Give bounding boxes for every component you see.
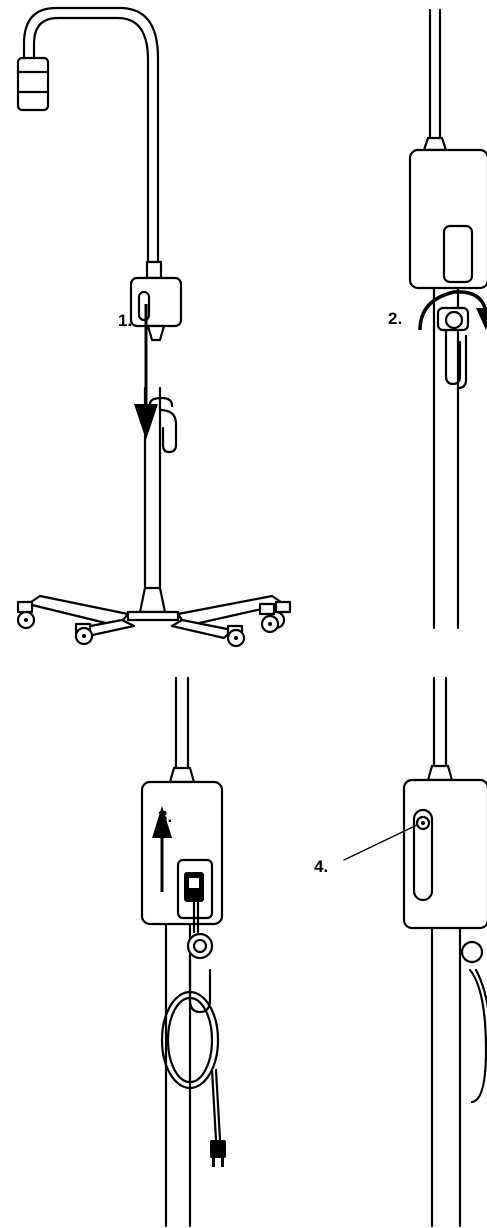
stand-assembly-illustration bbox=[16, 6, 292, 648]
panel-step-4: 4. bbox=[300, 670, 487, 1228]
base-hub bbox=[138, 586, 167, 614]
power-button-illustration bbox=[343, 676, 487, 1228]
cable-coil bbox=[160, 990, 220, 1090]
neck-collar bbox=[422, 136, 448, 152]
neck-collar bbox=[426, 764, 454, 782]
caster-right-side bbox=[258, 602, 280, 634]
rotate-arrow-head bbox=[476, 308, 487, 330]
neck-collar bbox=[145, 260, 163, 280]
lamp-head bbox=[16, 56, 50, 112]
base-leg-right-front bbox=[170, 618, 234, 640]
hook bbox=[444, 328, 462, 386]
panel-step-2: 2. bbox=[380, 0, 487, 630]
gooseneck-outer bbox=[32, 16, 150, 264]
panel-step-1: 1. bbox=[0, 0, 300, 660]
gooseneck-inner bbox=[22, 6, 160, 264]
step-label-3: 3. bbox=[158, 807, 173, 826]
plug-insert-illustration bbox=[140, 676, 226, 1228]
caster-left-back bbox=[16, 600, 36, 630]
up-arrow-head bbox=[152, 806, 172, 838]
cable-coil bbox=[468, 968, 487, 1104]
button-slot bbox=[412, 808, 434, 902]
leader-line bbox=[343, 824, 418, 861]
step-label-4: 4. bbox=[314, 857, 329, 876]
cord-plug-end bbox=[210, 1140, 226, 1158]
neck-collar bbox=[168, 766, 196, 784]
panel-step-3: 3. bbox=[130, 670, 260, 1228]
pole-hook bbox=[158, 408, 178, 454]
step-label-1: 1. bbox=[118, 311, 133, 330]
down-arrow-head bbox=[134, 404, 158, 440]
caster-right-front bbox=[226, 624, 246, 648]
step-label-2: 2. bbox=[388, 309, 403, 328]
rotate-arrow-arc bbox=[418, 290, 487, 331]
plug-recess bbox=[442, 224, 474, 284]
locking-knob bbox=[460, 940, 484, 964]
caster-left-front bbox=[74, 622, 94, 646]
mount-rotate-illustration bbox=[408, 8, 487, 630]
hook bbox=[188, 958, 212, 1014]
